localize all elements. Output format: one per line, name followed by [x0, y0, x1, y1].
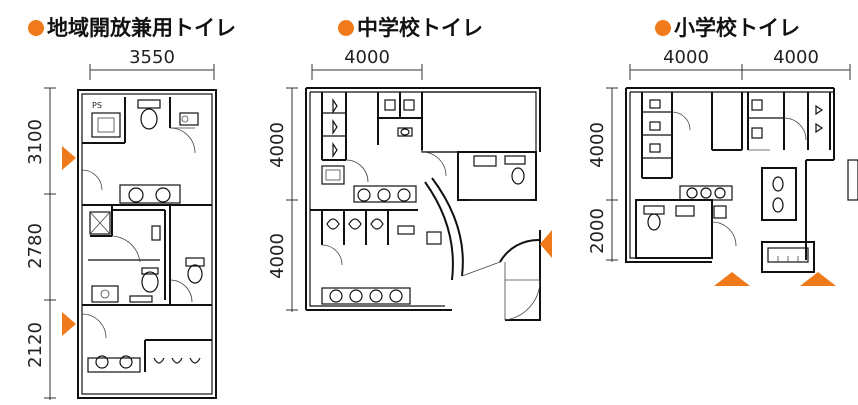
plan-title-junior-high: 中学校トイレ [338, 12, 483, 42]
height-dimension-1: 4000 [587, 122, 608, 168]
title-text: 中学校トイレ [357, 16, 483, 40]
height-dimension-3: 2120 [25, 322, 46, 368]
width-dimension-2: 4000 [773, 47, 819, 68]
bullet-dot-icon [28, 20, 44, 36]
width-dimension: 4000 [344, 47, 390, 68]
plan-elementary: 4000 4000 4000 2000 [587, 47, 858, 286]
plan-title-community: 地域開放兼用トイレ [28, 12, 236, 42]
width-dimension: 3550 [129, 47, 175, 68]
height-dimension-1: 4000 [267, 122, 288, 168]
width-dimension-1: 4000 [663, 47, 709, 68]
plan-title-elementary: 小学校トイレ [655, 12, 800, 42]
bullet-dot-icon [338, 20, 354, 36]
height-dimension-2: 4000 [267, 233, 288, 279]
ps-label: PS [92, 101, 102, 110]
height-dimension-2: 2780 [25, 223, 46, 269]
title-text: 小学校トイレ [674, 16, 800, 40]
title-text: 地域開放兼用トイレ [47, 16, 236, 40]
height-dimension-2: 2000 [587, 208, 608, 254]
bullet-dot-icon [655, 20, 671, 36]
plan-junior-high: 4000 4000 4000 [267, 47, 552, 321]
plan-community: 3550 3100 2780 2120 PS [25, 47, 217, 400]
height-dimension-1: 3100 [25, 119, 46, 165]
